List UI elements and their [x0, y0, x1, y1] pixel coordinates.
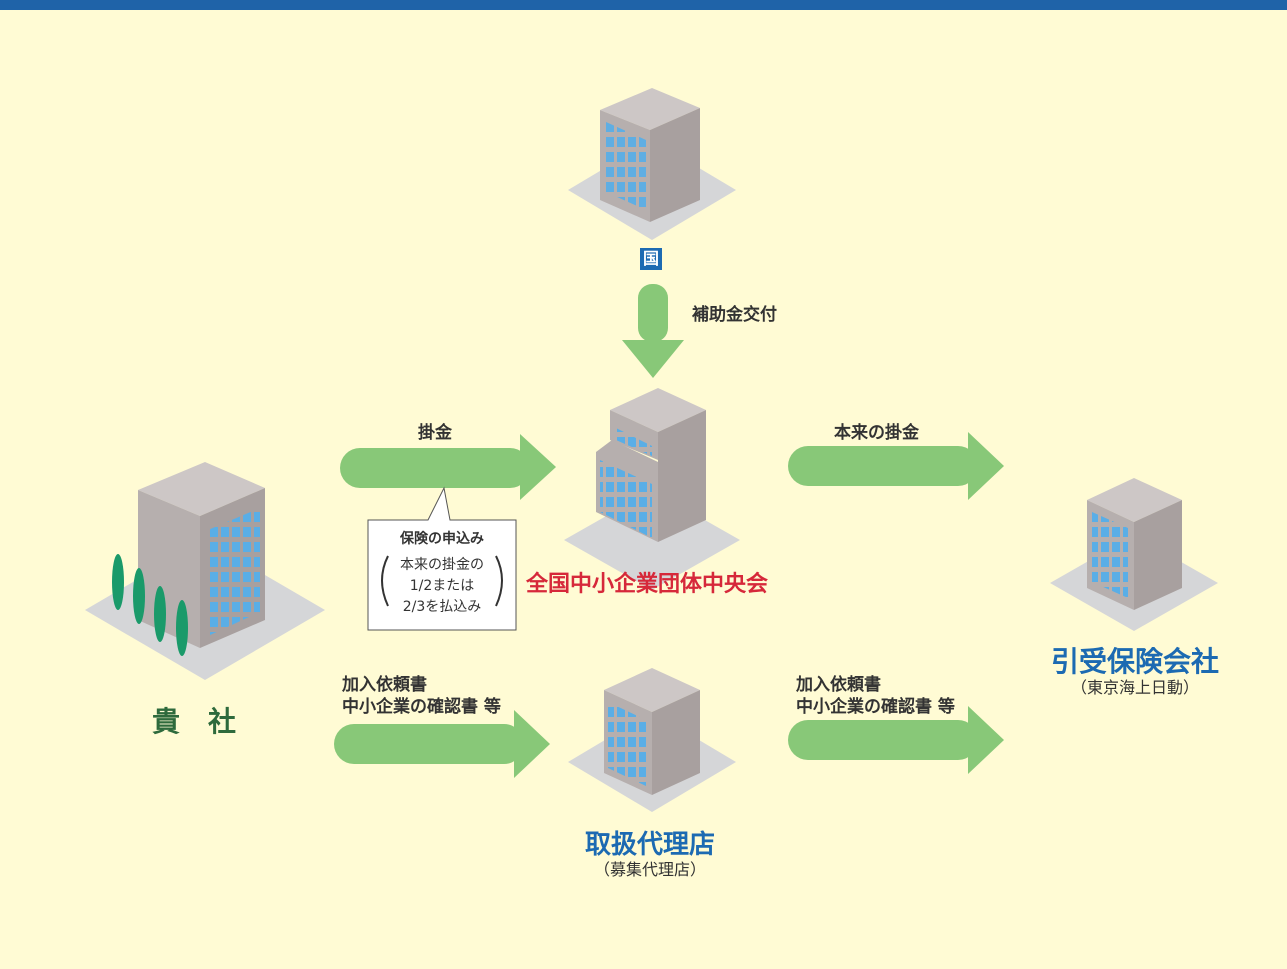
- insurer-label: 引受保険会社: [1050, 645, 1219, 678]
- premium-label: 掛金: [418, 423, 452, 443]
- tree-icons: [112, 554, 188, 656]
- application-right-label-2: 中小企業の確認書 等: [796, 697, 955, 717]
- callout-line-2: 1/2または: [409, 578, 475, 594]
- agent-label: 取扱代理店: [584, 830, 715, 860]
- government-building-icon: [568, 88, 736, 240]
- subsidy-label: 補助金交付: [692, 305, 777, 325]
- application-arrow-to-agent: [334, 710, 550, 778]
- callout: 保険の申込み 本来の掛金の 1/2または 2/3を払込み: [368, 520, 516, 630]
- application-arrow-to-insurer: [788, 706, 1004, 774]
- original-premium-arrow: [788, 432, 1004, 500]
- agent-building-icon: [568, 668, 736, 812]
- premium-arrow: [340, 434, 556, 500]
- company-label: 貴 社: [152, 705, 237, 738]
- insurer-building-icon: [1050, 478, 1218, 631]
- application-left-label-2: 中小企業の確認書 等: [342, 697, 501, 717]
- application-left-label-1: 加入依頼書: [342, 675, 427, 695]
- callout-title: 保険の申込み: [400, 531, 484, 547]
- subsidy-arrow: [622, 284, 684, 378]
- central-association-building-icon: [564, 388, 740, 590]
- application-right-label-1: 加入依頼書: [796, 675, 881, 695]
- central-association-label: 全国中小企業団体中央会: [526, 572, 769, 597]
- callout-line-3: 2/3を払込み: [402, 599, 482, 615]
- insurer-sub-label: （東京海上日動）: [1070, 678, 1199, 697]
- agent-sub-label: （募集代理店）: [593, 860, 706, 879]
- company-building-icon: [85, 462, 325, 680]
- application-callout-box: [367, 486, 517, 631]
- callout-line-1: 本来の掛金の: [400, 557, 484, 573]
- header-bar: [0, 0, 1287, 10]
- government-label: 国: [640, 248, 662, 270]
- original-premium-label: 本来の掛金: [834, 423, 919, 443]
